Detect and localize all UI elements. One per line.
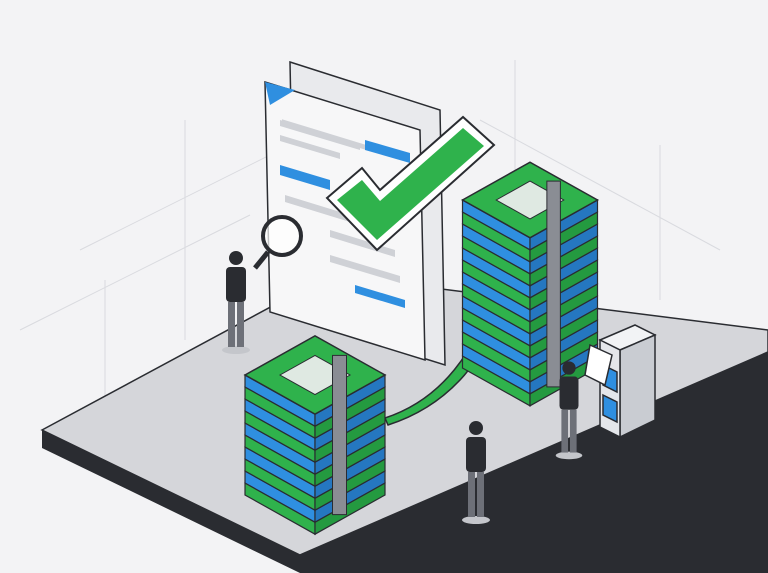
money-stack-icon — [460, 161, 600, 407]
checkmark-icon — [325, 115, 496, 252]
person-icon — [555, 361, 583, 460]
money-stack-icon — [243, 334, 387, 536]
document-icon — [264, 60, 446, 367]
background-grid — [19, 60, 721, 420]
person-icon — [462, 421, 490, 524]
person-icon — [222, 251, 250, 354]
filing-cabinet-icon — [584, 324, 657, 439]
magnifier-icon — [253, 215, 303, 270]
